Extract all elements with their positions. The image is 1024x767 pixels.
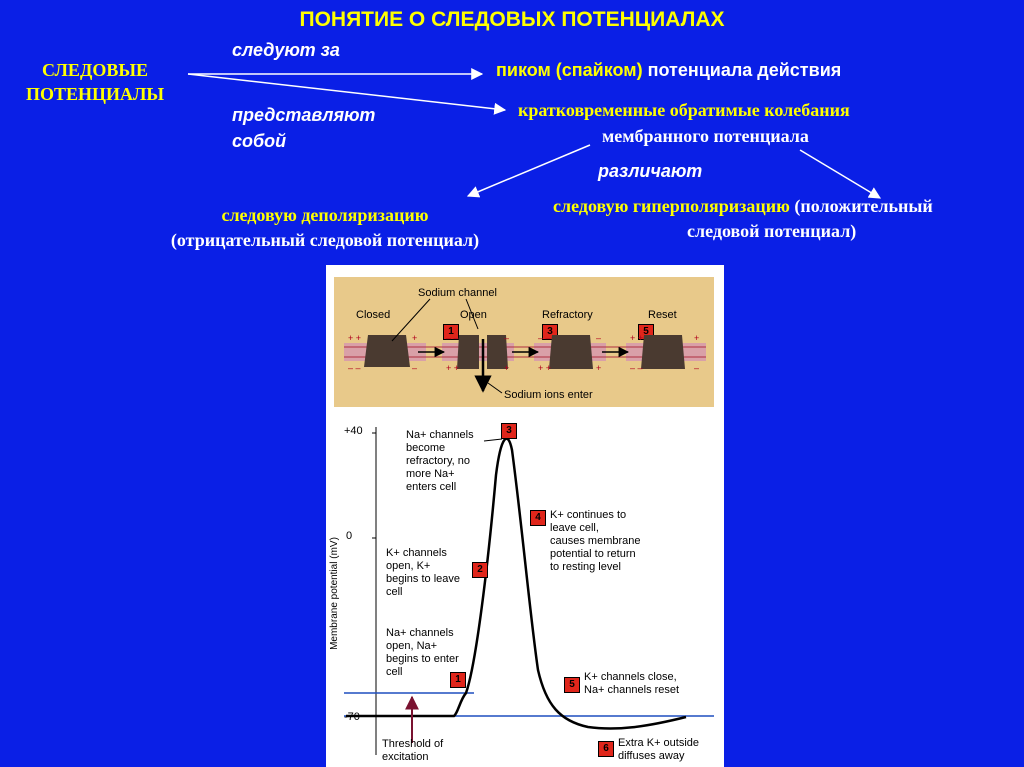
- hyper-highlight: следовую гиперполяризацию: [553, 196, 790, 216]
- ions-label-pointer: [487, 382, 503, 394]
- state-refractory: Refractory: [542, 309, 593, 321]
- svg-text:– –: – –: [446, 333, 459, 343]
- svg-text:+: +: [596, 363, 601, 373]
- tick-plus40: +40: [344, 425, 363, 437]
- annotation-4: K+ continues to leave cell, causes membr…: [550, 509, 641, 573]
- svg-text:– –: – –: [630, 363, 643, 373]
- state-badge-1: 1: [443, 324, 459, 340]
- action-potential-graph: [344, 427, 714, 755]
- annotation-5: K+ channels close, Na+ channels reset: [584, 671, 680, 696]
- hyperpolarization-block: следовую гиперполяризацию (положительный…: [553, 194, 1024, 244]
- follow-label: следуют за: [232, 40, 340, 60]
- peak-rest: потенциала действия: [647, 60, 842, 80]
- ions-label: Sodium ions enter: [504, 389, 593, 401]
- depol-line-2: (отрицательный следовой потенциал): [170, 230, 480, 250]
- badge-4: 4: [530, 510, 546, 526]
- represent-line-2: собой: [232, 131, 287, 151]
- svg-text:+: +: [694, 333, 699, 343]
- badge-1: 1: [450, 672, 466, 688]
- state-closed: Closed: [356, 309, 391, 321]
- channel-diagram: + + + – – – – – – + + + – – – + + + + + + – – –: [344, 298, 706, 394]
- badge-3: 3: [501, 423, 517, 439]
- channel-title-pointer-2: [465, 298, 479, 330]
- potential-curve: [346, 437, 687, 730]
- annotation-1: Na+ channels open, Na+ begins to enter c…: [386, 627, 459, 678]
- depol-line-1: следовую деполяризацию: [221, 205, 429, 225]
- svg-text:– –: – –: [348, 363, 361, 373]
- membrane-charges: + + + – – – – – – + + + – – – + + + + + + – – –: [348, 333, 699, 373]
- arrow-to-oscillation: [187, 73, 507, 115]
- page-title: ПОНЯТИЕ О СЛЕДОВЫХ ПОТЕНЦИАЛАХ: [299, 8, 725, 31]
- represent-label: представляют собой: [232, 102, 375, 154]
- svg-text:+ +: + +: [538, 363, 551, 373]
- channel-proteins: [364, 335, 685, 369]
- hyper-line-1: следовую гиперполяризацию (положительный: [553, 194, 1024, 219]
- action-potential-figure: Sodium channel Closed Open Refractory Re…: [326, 265, 724, 767]
- svg-text:+ +: + +: [348, 333, 361, 343]
- term-line-1: СЛЕДОВЫЕ: [41, 60, 149, 80]
- oscillation-line-2: мембранного потенциала: [602, 126, 809, 146]
- represent-line-1: представляют: [232, 105, 376, 125]
- svg-text:+ +: + +: [630, 333, 643, 343]
- annotation-3: Na+ channels become refractory, no more …: [406, 429, 474, 493]
- peak-highlight: пиком (спайком): [496, 60, 643, 80]
- hyper-line-2: следовой потенциал): [687, 221, 857, 241]
- badge-6: 6: [598, 741, 614, 757]
- hyper-rest: (положительный: [794, 196, 933, 216]
- svg-text:+ +: + +: [446, 363, 459, 373]
- svg-text:+: +: [412, 333, 417, 343]
- svg-text:+: +: [504, 363, 509, 373]
- oscillation-line-1: кратковременные обратимые колебания: [518, 100, 850, 120]
- peak-text: пиком (спайком) потенциала действия: [496, 60, 841, 81]
- annotation-2: K+ channels open, K+ begins to leave cel…: [386, 547, 460, 598]
- arrow-to-depolarization: [466, 144, 591, 198]
- pointer-a3: [483, 438, 503, 442]
- svg-text:–: –: [412, 363, 417, 373]
- term-trace-potentials: СЛЕДОВЫЕ ПОТЕНЦИАЛЫ: [10, 58, 180, 106]
- term-line-2: ПОТЕНЦИАЛЫ: [25, 84, 165, 104]
- svg-text:–: –: [596, 333, 601, 343]
- svg-text:–: –: [504, 333, 509, 343]
- svg-text:– –: – –: [538, 333, 551, 343]
- state-reset: Reset: [648, 309, 677, 321]
- distinguish-label: различают: [598, 161, 703, 181]
- state-open: Open: [460, 309, 487, 321]
- badge-5: 5: [564, 677, 580, 693]
- tick-zero: 0: [346, 530, 353, 542]
- arrow-to-hyperpolarization: [799, 149, 882, 199]
- channel-title-pointer: [391, 298, 431, 342]
- channel-title: Sodium channel: [418, 287, 497, 299]
- threshold-label: Threshold of excitation: [382, 738, 444, 763]
- concept-arrows: [187, 68, 882, 199]
- depolarization-block: следовую деполяризацию (отрицательный сл…: [120, 203, 530, 253]
- annotation-6: Extra K+ outside diffuses away: [618, 737, 700, 762]
- badge-2: 2: [472, 562, 488, 578]
- svg-text:–: –: [694, 363, 699, 373]
